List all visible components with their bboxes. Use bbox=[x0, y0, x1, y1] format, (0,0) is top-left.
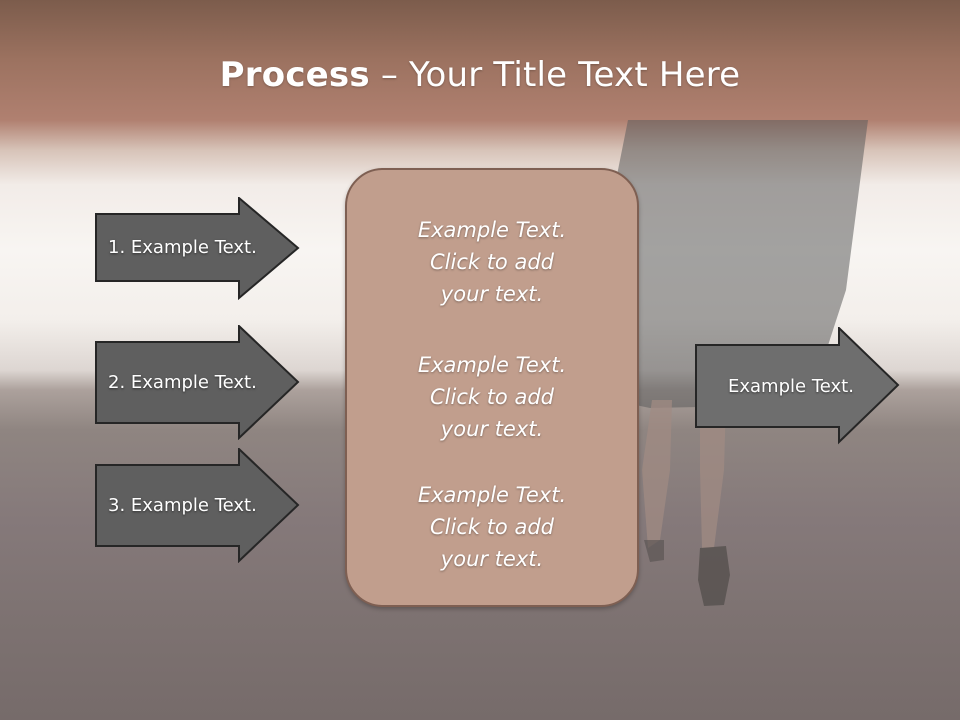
arrow-label-2: 2. Example Text. bbox=[108, 372, 257, 393]
process-arrow-1[interactable]: 1. Example Text. bbox=[95, 197, 300, 300]
center-paragraph-3: Example Text. Click to add your text. bbox=[417, 483, 567, 571]
arrow-right-icon bbox=[695, 327, 900, 445]
arrow-label-1: 1. Example Text. bbox=[108, 237, 257, 258]
center-text-box[interactable]: Example Text. Click to add your text. Ex… bbox=[345, 168, 639, 607]
result-arrow-label: Example Text. bbox=[728, 375, 854, 397]
title-bold-text: Process bbox=[219, 55, 370, 95]
process-arrow-2[interactable]: 2. Example Text. bbox=[95, 325, 300, 440]
arrow-label-3: 3. Example Text. bbox=[108, 495, 257, 516]
center-paragraph-1: Example Text. Click to add your text. bbox=[417, 218, 567, 306]
slide-title: Process – Your Title Text Here bbox=[0, 52, 960, 98]
arrow-right-icon bbox=[95, 325, 300, 440]
center-paragraph-2: Example Text. Click to add your text. bbox=[417, 353, 567, 441]
process-arrow-3[interactable]: 3. Example Text. bbox=[95, 448, 300, 563]
result-arrow[interactable]: Example Text. bbox=[695, 327, 900, 445]
title-text: Your Title Text Here bbox=[409, 55, 741, 95]
title-separator: – bbox=[369, 55, 410, 95]
arrow-right-icon bbox=[95, 197, 300, 300]
arrow-right-icon bbox=[95, 448, 300, 563]
